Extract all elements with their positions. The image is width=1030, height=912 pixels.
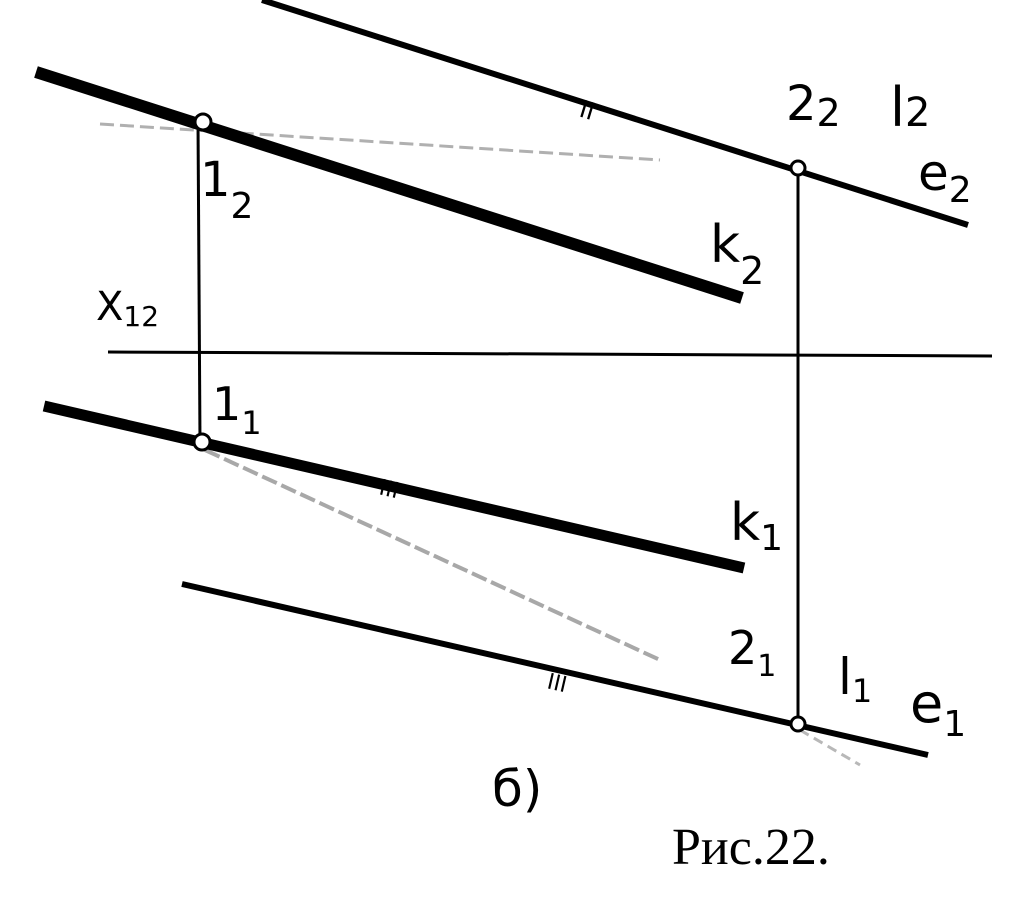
point-2-1-marker: [789, 715, 807, 733]
label-line-k1: k1: [730, 493, 783, 559]
point-1-2-marker: [193, 112, 213, 132]
label-line-e1: e1: [910, 672, 966, 745]
faint-construction-line-front: [99, 122, 661, 162]
faint-construction-line-top: [204, 448, 661, 662]
label-line-l1: l1: [838, 648, 872, 710]
label-point-1-2: 12: [200, 152, 253, 227]
label-line-k2: k2: [710, 215, 764, 293]
label-line-l2: l2: [890, 76, 930, 139]
projection-link-point-1: [196, 121, 202, 443]
figure-caption: Рис.22.: [672, 819, 830, 876]
projection-axis-x12: [107, 350, 993, 358]
label-line-e2: e2: [918, 144, 972, 211]
line-k1: [42, 400, 746, 574]
line-l2-e2: [261, 0, 969, 228]
subfigure-label: б): [492, 760, 542, 818]
point-1-1-marker: [192, 432, 212, 452]
axis-label-x12: X12: [96, 284, 159, 333]
label-point-2-1: 21: [728, 621, 776, 684]
label-point-2-2: 22: [786, 76, 841, 135]
line-k2: [34, 66, 744, 304]
faint-construction-line-top-end: [799, 728, 861, 767]
point-2-2-marker: [789, 159, 807, 177]
parallel-mark-top-k: III: [377, 475, 402, 504]
parallel-mark-top-l: III: [545, 669, 570, 698]
label-point-1-1: 11: [212, 377, 262, 442]
